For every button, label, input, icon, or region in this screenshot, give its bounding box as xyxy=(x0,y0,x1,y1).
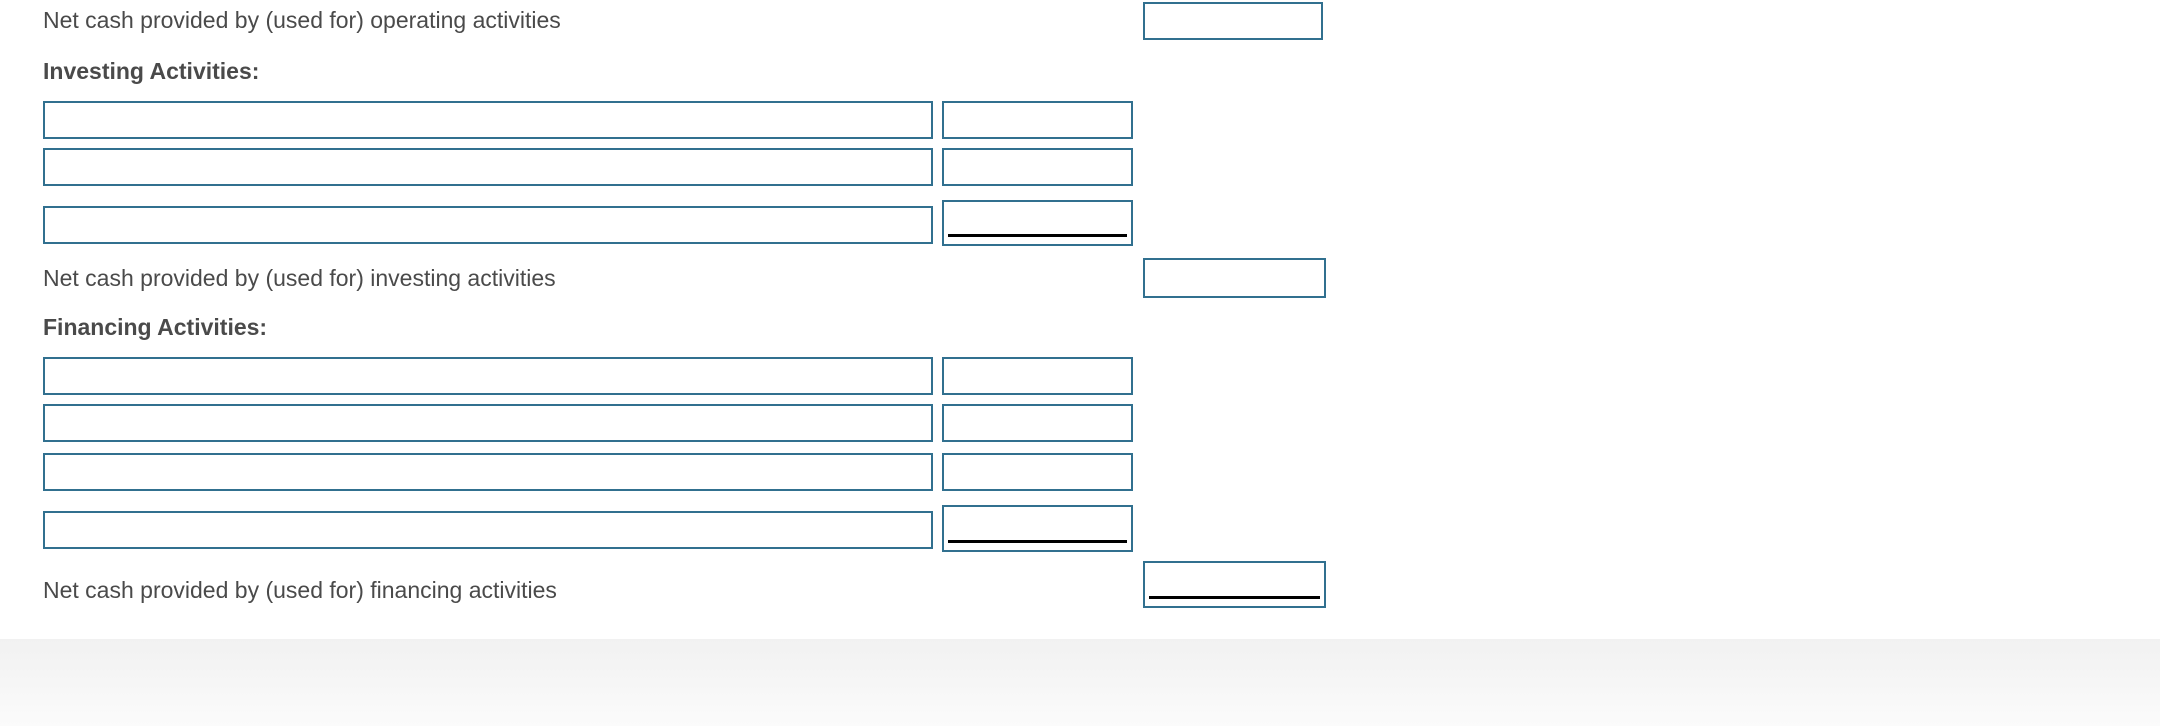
investing-net-amount-box xyxy=(1143,258,1326,298)
financing-row-1-description-input[interactable] xyxy=(45,359,931,393)
investing-row-2-description-box xyxy=(43,148,933,186)
financing-row-1-amount-box xyxy=(942,357,1133,395)
investing-net-label: Net cash provided by (used for) investin… xyxy=(43,265,556,291)
investing-row-2-amount-input[interactable] xyxy=(944,150,1131,184)
financing-net-amount-input[interactable] xyxy=(1145,563,1324,606)
financing-row-2-amount-input[interactable] xyxy=(944,406,1131,440)
footer-bar xyxy=(0,639,2160,726)
investing-row-3-amount-input[interactable] xyxy=(944,202,1131,244)
financing-row-1-description-box xyxy=(43,357,933,395)
investing-row-3-amount-box xyxy=(942,200,1133,246)
investing-row-1-amount-input[interactable] xyxy=(944,103,1131,137)
financing-row-3-amount-input[interactable] xyxy=(944,455,1131,489)
financing-row-2-description-input[interactable] xyxy=(45,406,931,440)
investing-row-1-description-box xyxy=(43,101,933,139)
financing-row-4-description-input[interactable] xyxy=(45,513,931,547)
financing-row-2-amount-box xyxy=(942,404,1133,442)
investing-net-amount-input[interactable] xyxy=(1145,260,1324,296)
financing-row-4-amount-box xyxy=(942,505,1133,552)
financing-row-3-amount-box xyxy=(942,453,1133,491)
investing-row-2-description-input[interactable] xyxy=(45,150,931,184)
financing-row-2-description-box xyxy=(43,404,933,442)
financing-row-3-description-input[interactable] xyxy=(45,455,931,489)
operating-net-amount-input[interactable] xyxy=(1145,4,1321,38)
financing-net-label: Net cash provided by (used for) financin… xyxy=(43,577,557,603)
financing-net-amount-box xyxy=(1143,561,1326,608)
financing-row-4-amount-input[interactable] xyxy=(944,507,1131,550)
financing-row-4-description-box xyxy=(43,511,933,549)
investing-row-3-description-box xyxy=(43,206,933,244)
investing-row-2-amount-box xyxy=(942,148,1133,186)
investing-row-3-description-input[interactable] xyxy=(45,208,931,242)
financing-section-header: Financing Activities: xyxy=(43,314,268,340)
operating-net-label: Net cash provided by (used for) operatin… xyxy=(43,7,561,33)
financing-row-3-description-box xyxy=(43,453,933,491)
financing-row-1-amount-input[interactable] xyxy=(944,359,1131,393)
operating-net-amount-box xyxy=(1143,2,1323,40)
investing-section-header: Investing Activities: xyxy=(43,58,260,84)
investing-row-1-amount-box xyxy=(942,101,1133,139)
investing-row-1-description-input[interactable] xyxy=(45,103,931,137)
